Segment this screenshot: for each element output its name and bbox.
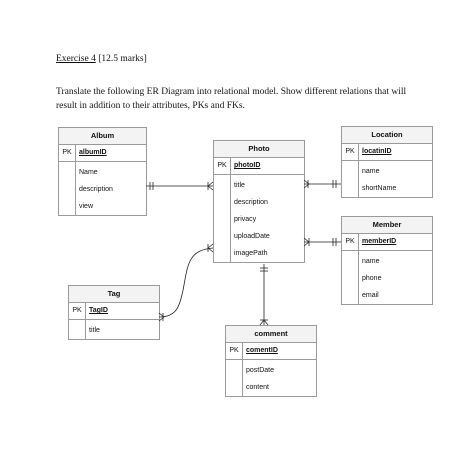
- pk-field: comentID: [246, 347, 278, 354]
- attribute-block: name phone email: [342, 251, 432, 304]
- exercise-heading: Exercise 4 [12.5 marks]: [56, 54, 147, 64]
- attribute: imagePath: [234, 250, 268, 257]
- connector-photo-member: [303, 237, 341, 247]
- pk-label: PK: [342, 144, 359, 160]
- attribute: privacy: [234, 216, 257, 223]
- attribute-block: title description privacy uploadDate ima…: [214, 175, 304, 262]
- pk-field: albumID: [79, 149, 107, 156]
- pk-row: PK TagID: [69, 303, 159, 320]
- entity-title: Member: [342, 217, 432, 234]
- attribute: phone: [362, 275, 382, 282]
- pk-label: PK: [59, 145, 76, 161]
- attribute: Name: [79, 169, 98, 176]
- entity-comment: comment PK comentID postDate content: [225, 325, 317, 397]
- entity-title: Location: [342, 127, 432, 144]
- pk-field: locatinID: [362, 148, 392, 155]
- exercise-marks: [12.5 marks]: [95, 54, 147, 64]
- entity-location: Location PK locatinID name shortName: [341, 126, 433, 198]
- exercise-title: Exercise 4: [56, 54, 96, 64]
- pk-row: PK albumID: [59, 145, 146, 162]
- connector-photo-comment: [259, 264, 269, 326]
- entity-title: Photo: [214, 141, 304, 158]
- attribute: title: [89, 327, 100, 334]
- entity-title: Album: [59, 128, 146, 145]
- entity-tag: Tag PK TagID title: [68, 285, 160, 340]
- connector-album-photo: [146, 181, 214, 191]
- pk-label: PK: [69, 303, 86, 319]
- attribute: description: [79, 186, 113, 193]
- pk-row: PK locatinID: [342, 144, 432, 161]
- entity-member: Member PK memberID name phone email: [341, 216, 433, 305]
- entity-album: Album PK albumID Name description view: [58, 127, 147, 216]
- attribute: name: [362, 258, 380, 265]
- attribute-block: postDate content: [226, 360, 316, 396]
- pk-row: PK comentID: [226, 343, 316, 360]
- pk-label: PK: [214, 158, 231, 174]
- attribute: description: [234, 199, 268, 206]
- connector-photo-tag: [158, 243, 214, 322]
- pk-field: TagID: [89, 307, 108, 314]
- attribute: view: [79, 203, 94, 210]
- attribute: shortName: [362, 185, 397, 192]
- attribute: uploadDate: [234, 233, 270, 240]
- attribute: title: [234, 182, 245, 189]
- connector-photo-location: [303, 179, 341, 189]
- entity-photo: Photo PK photoID title description priva…: [213, 140, 305, 263]
- pk-row: PK memberID: [342, 234, 432, 251]
- attribute: name: [362, 168, 380, 175]
- attribute-block: name shortName: [342, 161, 432, 197]
- pk-field: photoID: [234, 162, 261, 169]
- pk-row: PK photoID: [214, 158, 304, 175]
- attribute: content: [246, 384, 269, 391]
- attribute-block: Name description view: [59, 162, 146, 215]
- entity-title: comment: [226, 326, 316, 343]
- entity-title: Tag: [69, 286, 159, 303]
- exercise-instructions: Translate the following ER Diagram into …: [56, 87, 407, 111]
- attribute-block: title: [69, 320, 159, 339]
- pk-field: memberID: [362, 238, 397, 245]
- pk-label: PK: [226, 343, 243, 359]
- attribute: postDate: [246, 367, 275, 374]
- attribute: email: [362, 292, 379, 299]
- pk-label: PK: [342, 234, 359, 250]
